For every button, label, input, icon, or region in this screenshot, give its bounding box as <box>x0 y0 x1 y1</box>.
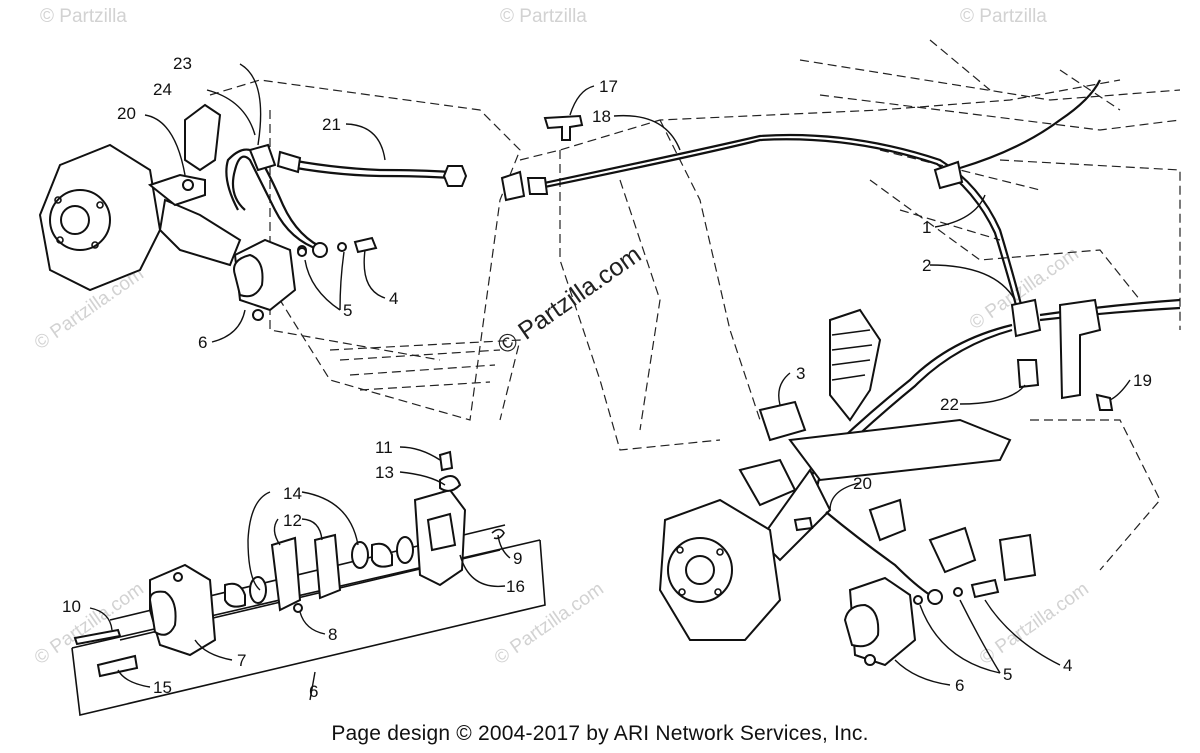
callout-5: 5 <box>1003 665 1012 684</box>
callout-14: 14 <box>283 484 302 503</box>
piston <box>224 582 246 608</box>
piston <box>371 542 393 568</box>
right-knuckle <box>738 458 797 507</box>
callout-19: 19 <box>1133 371 1152 390</box>
callout-2: 2 <box>922 256 931 275</box>
callout-11: 11 <box>375 438 393 457</box>
callout-13: 13 <box>375 463 394 482</box>
callout-8: 8 <box>328 625 337 644</box>
left-bracket <box>147 173 206 207</box>
bolt-icon <box>182 179 194 191</box>
washer <box>927 589 943 605</box>
watermark: © Partzilla <box>960 6 1047 27</box>
callout-24: 24 <box>153 80 172 99</box>
retaining-spring <box>293 603 303 613</box>
piston-seal <box>351 541 369 569</box>
watermark: © Partzilla <box>40 6 127 27</box>
guide-pin <box>73 628 122 646</box>
washer <box>337 242 347 252</box>
hose-clip <box>248 143 277 172</box>
washer <box>312 242 328 258</box>
washer <box>953 587 963 597</box>
left-brake-assembly <box>38 103 307 321</box>
callout-21: 21 <box>322 115 341 134</box>
left-brake-hose <box>225 143 468 258</box>
callout-22: 22 <box>940 395 959 414</box>
brake-line-clip <box>543 114 584 141</box>
piston-seal <box>396 536 414 564</box>
caliper-kit-exploded <box>71 450 546 716</box>
watermark: © Partzilla.com <box>31 578 148 669</box>
right-shock <box>829 308 882 422</box>
banjo-bolt <box>970 578 1000 599</box>
callout-5: 5 <box>343 301 352 320</box>
callout-6: 6 <box>198 333 207 352</box>
washer <box>913 595 923 605</box>
callout-4: 4 <box>389 289 398 308</box>
piston-seal <box>249 576 267 604</box>
brake-hose-block <box>758 400 807 442</box>
left-shock-top <box>184 103 222 172</box>
mount-bracket <box>1058 298 1102 400</box>
footer-copyright: Page design © 2004-2017 by ARI Network S… <box>331 722 869 745</box>
leader-lines <box>89 63 1131 701</box>
callout-18: 18 <box>592 107 611 126</box>
clip-and-fittings <box>543 114 584 141</box>
callout-23: 23 <box>173 54 192 73</box>
left-a-arm <box>158 198 242 267</box>
callout-6: 6 <box>309 682 318 701</box>
tee-fitting <box>1010 298 1042 338</box>
brake-pad <box>270 536 302 612</box>
banjo-bolt <box>353 236 378 254</box>
frame-outline <box>209 39 1181 571</box>
callout-numbers: 23 24 20 21 17 18 1 2 19 22 3 4 5 6 20 4… <box>62 54 1152 701</box>
callout-9: 9 <box>513 549 522 568</box>
callout-15: 15 <box>153 678 172 697</box>
watermark: © Partzilla <box>500 6 587 27</box>
brake-switch <box>1016 359 1040 389</box>
callout-10: 10 <box>62 597 81 616</box>
callout-3: 3 <box>796 364 805 383</box>
bolt-icon <box>793 516 814 532</box>
washer <box>297 247 307 257</box>
fitting-nut <box>442 165 468 187</box>
callout-16: 16 <box>506 577 525 596</box>
watermark-main: © Partzilla.com <box>492 240 646 360</box>
callout-20: 20 <box>117 104 136 123</box>
callout-7: 7 <box>237 651 246 670</box>
kit-border <box>71 539 546 716</box>
bleeder-cap <box>439 475 462 492</box>
mount-bracket <box>928 526 977 574</box>
callout-17: 17 <box>599 77 618 96</box>
callout-20: 20 <box>853 474 872 493</box>
callout-12: 12 <box>283 511 302 530</box>
bleeder-screw <box>438 450 454 472</box>
caliper-bolt <box>96 654 139 678</box>
brake-pad <box>313 533 342 600</box>
line-fitting <box>500 170 526 202</box>
callout-6: 6 <box>955 676 964 695</box>
callout-1: 1 <box>922 218 931 237</box>
callout-4: 4 <box>1063 656 1072 675</box>
right-brake-assembly <box>658 308 1037 667</box>
line-clamp <box>933 160 964 190</box>
bolt-icon <box>1095 393 1114 411</box>
right-a-arm <box>788 418 1012 482</box>
